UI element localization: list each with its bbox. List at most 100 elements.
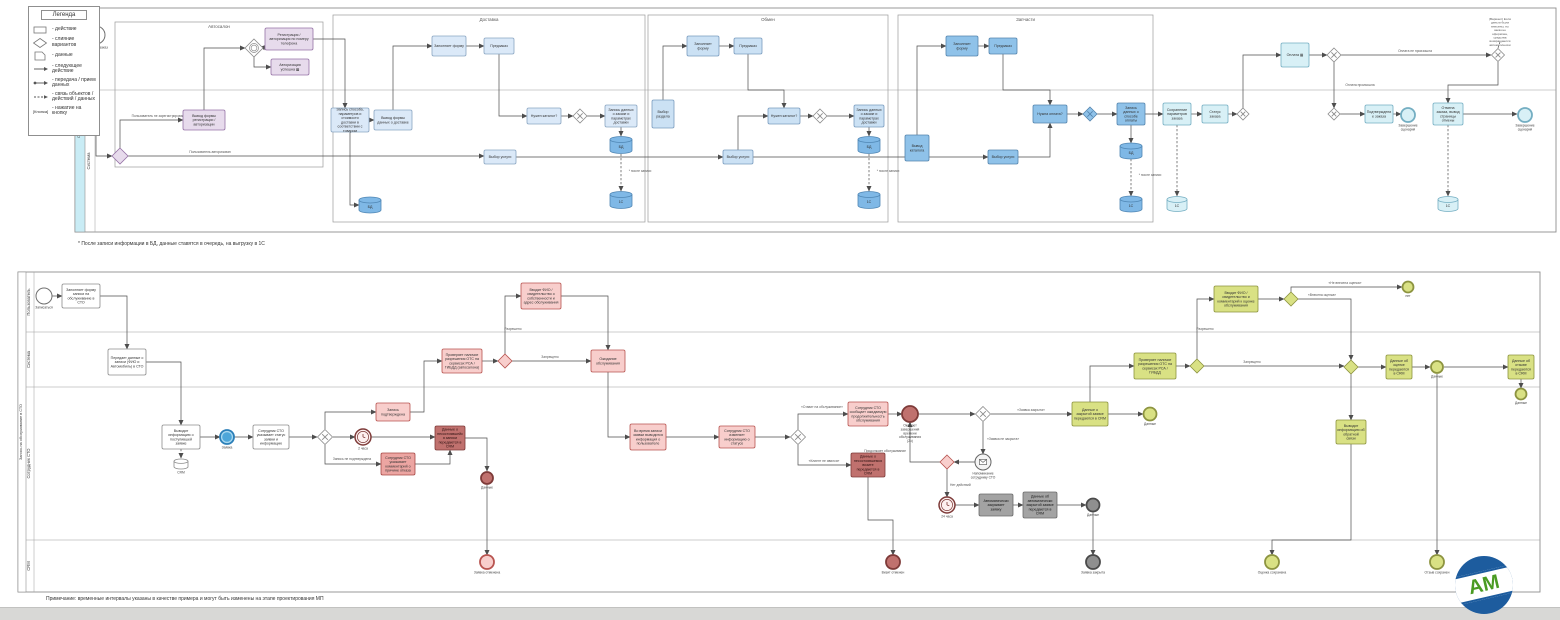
box-delivery-params[interactable]: Запись способа,параметров истоимостидост… bbox=[330, 108, 370, 133]
gw-2[interactable] bbox=[812, 108, 828, 124]
gw-b2[interactable] bbox=[497, 353, 513, 369]
cyl-bd-3[interactable]: БД bbox=[1119, 142, 1143, 160]
gw-3[interactable] bbox=[1082, 106, 1098, 122]
end-crm-4[interactable]: Оценка сохранена bbox=[1258, 554, 1287, 575]
box-catalog-q2[interactable]: Нужен каталог? bbox=[767, 107, 801, 125]
box-fill-form-1[interactable]: Заполняет форму bbox=[431, 35, 467, 57]
end-no-score[interactable]: нет bbox=[1401, 280, 1415, 299]
svg-text:возвращаются: возвращаются bbox=[1490, 39, 1511, 43]
box-payment[interactable]: Оплата ▦ bbox=[1280, 42, 1310, 68]
cyl-bd-0[interactable]: БД bbox=[358, 196, 382, 214]
cyl-1c-1[interactable]: 1С bbox=[609, 191, 633, 209]
cyl-1c-3[interactable]: 1С bbox=[1119, 195, 1143, 213]
end-crm-2[interactable]: Визит отменен bbox=[882, 554, 905, 575]
ev-data-3[interactable]: Данные bbox=[1514, 387, 1528, 406]
gw-6[interactable] bbox=[1327, 107, 1341, 121]
cyl-1c-2[interactable]: 1С bbox=[857, 191, 881, 209]
box-preorder-2[interactable]: Предзаказ bbox=[733, 37, 763, 55]
end-crm-3[interactable]: Заявка закрыта bbox=[1081, 554, 1105, 575]
box-preorder-3[interactable]: Предзаказ bbox=[988, 37, 1018, 55]
gw-b4[interactable] bbox=[974, 405, 992, 423]
box-pay-q[interactable]: Нужна оплата? bbox=[1032, 104, 1068, 124]
end-crm-1[interactable]: Заявка отменена bbox=[474, 554, 500, 575]
svg-text:* после записи: * после записи bbox=[1139, 173, 1162, 177]
timer-2h[interactable]: 2 часа bbox=[354, 428, 372, 451]
cyl-1c-4[interactable]: 1С bbox=[1166, 196, 1188, 212]
gw-4[interactable] bbox=[1236, 107, 1250, 121]
cyl-bd-2[interactable]: БД bbox=[857, 136, 881, 154]
box-enter-fio-1[interactable]: Вводит ФИО /свидетельство особственности… bbox=[520, 282, 562, 310]
box-service-1[interactable]: Выбор услуги bbox=[483, 149, 517, 165]
gw-5[interactable] bbox=[1326, 47, 1342, 63]
gw-7[interactable] bbox=[1490, 47, 1506, 63]
db-crm[interactable]: CRM bbox=[173, 458, 189, 475]
ev-data-1[interactable]: Данные bbox=[1142, 406, 1158, 427]
gw-b6[interactable] bbox=[1189, 358, 1205, 374]
cyl-bd-1[interactable]: БД bbox=[609, 136, 633, 154]
end-crm-5[interactable]: Отзыв сохранен bbox=[1425, 554, 1450, 575]
start-booking[interactable]: Записаться bbox=[35, 287, 53, 310]
bottom-scrollbar-strip[interactable] bbox=[0, 607, 1560, 620]
gw-b8[interactable] bbox=[1343, 359, 1359, 375]
gw-b3[interactable] bbox=[789, 428, 807, 446]
ev-data-2[interactable]: Данные bbox=[1430, 360, 1444, 379]
box-service-2[interactable]: Выбор услуги bbox=[722, 149, 754, 165]
doc-icon bbox=[33, 51, 49, 61]
gw-b7[interactable] bbox=[1283, 291, 1299, 307]
ev-request[interactable]: Заявка bbox=[219, 429, 235, 450]
timer-24h[interactable]: 24 часа bbox=[938, 496, 956, 519]
gw-event[interactable] bbox=[244, 38, 264, 58]
box-reg-auth[interactable]: Регистрация /авторизация по номерутелефо… bbox=[264, 27, 314, 51]
cyl-1c-5[interactable]: 1С bbox=[1437, 196, 1459, 212]
box-service-3[interactable]: Выбор услуги bbox=[987, 149, 1019, 165]
gw-auth[interactable] bbox=[111, 147, 129, 165]
end-data-1[interactable]: Данные bbox=[480, 471, 494, 490]
gw-b1[interactable] bbox=[316, 428, 334, 446]
gw-1[interactable] bbox=[572, 108, 588, 124]
box-catalog-q1[interactable]: Нужен каталог? bbox=[526, 107, 562, 125]
end-data-2[interactable]: Данные bbox=[1085, 497, 1101, 518]
box-preorder-1[interactable]: Предзаказ bbox=[483, 37, 515, 55]
gw-b5[interactable] bbox=[939, 454, 955, 470]
